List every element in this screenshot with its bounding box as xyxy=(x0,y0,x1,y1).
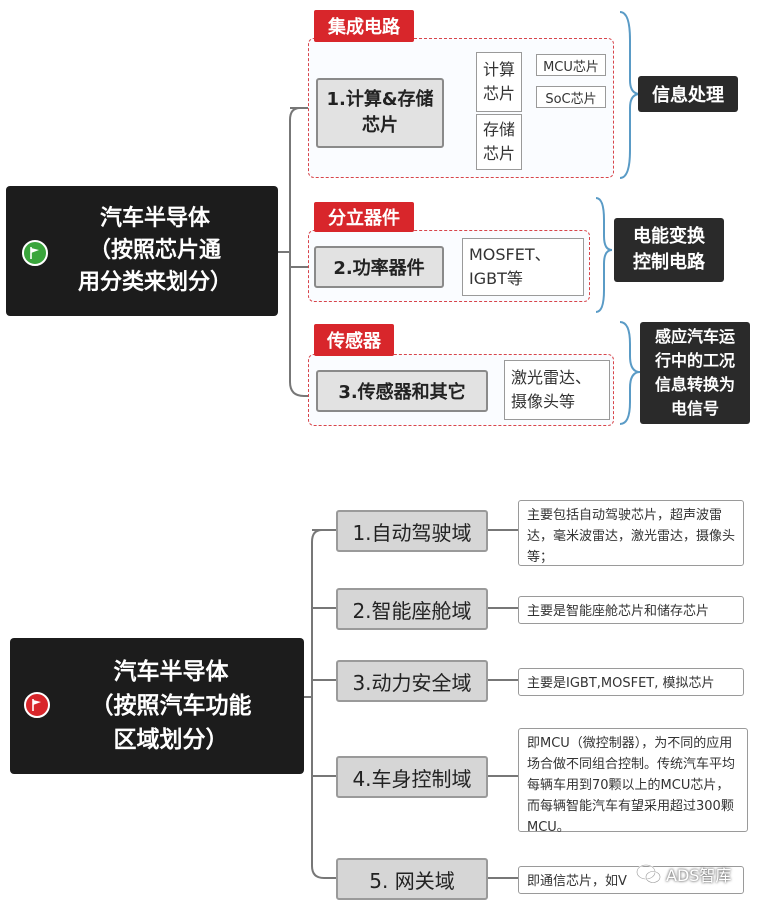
function-label: 电能变换 控制电路 xyxy=(633,226,705,273)
domain-node-power-safety: 3.动力安全域 xyxy=(336,660,488,702)
domain-desc-gateway: 即通信芯片，如V xyxy=(518,866,744,894)
root-title: 汽车半导体 （按照汽车功能 区域划分） xyxy=(90,659,252,753)
leaf-soc-chip: SoC芯片 xyxy=(536,86,606,108)
root-node-chip-classification: 汽车半导体 （按照芯片通 用分类来划分） xyxy=(6,186,278,316)
category-label-integrated-circuit: 集成电路 xyxy=(314,10,414,42)
function-label: 感应汽车运 行中的工况 信息转换为 电信号 xyxy=(654,327,735,418)
detail-lidar-camera: 激光雷达、 摄像头等 xyxy=(504,360,610,420)
domain-desc-power-safety: 主要是IGBT,MOSFET, 模拟芯片 xyxy=(518,668,744,696)
node-sensor-other: 3.传感器和其它 xyxy=(316,370,488,412)
domain-node-autonomous-driving: 1.自动驾驶域 xyxy=(336,510,488,552)
node-computing-storage-chip: 1.计算&存储 芯片 xyxy=(316,78,444,148)
detail-mosfet-igbt: MOSFET、 IGBT等 xyxy=(462,238,584,296)
leaf-label: SoC芯片 xyxy=(545,91,597,107)
domain-desc-body-control: 即MCU（微控制器），为不同的应用场合做不同组合控制。传统汽车平均每辆车用到70… xyxy=(518,728,748,835)
domain-label: 4.车身控制域 xyxy=(352,766,472,791)
domain-desc-smart-cockpit: 主要是智能座舱芯片和储存芯片 xyxy=(518,596,744,624)
sub-label: 存储 芯片 xyxy=(482,120,515,163)
category-label-sensor: 传感器 xyxy=(314,324,394,356)
watermark: ADS智库 xyxy=(636,862,731,886)
category-label-discrete-device: 分立器件 xyxy=(314,202,414,232)
function-info-processing: 信息处理 xyxy=(638,76,738,112)
leaf-label: MCU芯片 xyxy=(543,59,599,75)
domain-label: 3.动力安全域 xyxy=(352,670,472,695)
node-label: 3.传感器和其它 xyxy=(338,382,466,403)
flag-icon xyxy=(24,692,50,718)
sub-label: 计算 芯片 xyxy=(482,60,515,103)
wechat-icon xyxy=(636,863,662,885)
domain-desc-autonomous-driving: 主要包括自动驾驶芯片，超声波雷达，毫米波雷达，激光雷达，摄像头等； xyxy=(518,500,744,566)
function-sensing: 感应汽车运 行中的工况 信息转换为 电信号 xyxy=(640,322,750,424)
flag-icon xyxy=(22,240,48,266)
node-label: 1.计算&存储 芯片 xyxy=(326,89,434,136)
domain-node-smart-cockpit: 2.智能座舱域 xyxy=(336,588,488,630)
function-power-conversion: 电能变换 控制电路 xyxy=(614,218,724,282)
detail-label: MOSFET、 IGBT等 xyxy=(469,245,551,288)
detail-label: 激光雷达、 摄像头等 xyxy=(511,368,592,411)
root-node-function-domain: 汽车半导体 （按照汽车功能 区域划分） xyxy=(10,638,304,774)
watermark-text: ADS智库 xyxy=(666,866,732,885)
node-label: 2.功率器件 xyxy=(333,258,425,279)
node-power-device: 2.功率器件 xyxy=(314,246,444,288)
sub-computing-chip: 计算 芯片 xyxy=(476,52,522,112)
domain-label: 1.自动驾驶域 xyxy=(352,520,472,545)
domain-label: 2.智能座舱域 xyxy=(352,598,472,623)
root-title: 汽车半导体 （按照芯片通 用分类来划分） xyxy=(77,206,232,295)
domain-node-body-control: 4.车身控制域 xyxy=(336,756,488,798)
sub-storage-chip: 存储 芯片 xyxy=(476,114,522,170)
function-label: 信息处理 xyxy=(652,85,724,106)
domain-label: 5. 网关域 xyxy=(369,868,455,893)
domain-node-gateway: 5. 网关域 xyxy=(336,858,488,900)
leaf-mcu-chip: MCU芯片 xyxy=(536,54,606,76)
